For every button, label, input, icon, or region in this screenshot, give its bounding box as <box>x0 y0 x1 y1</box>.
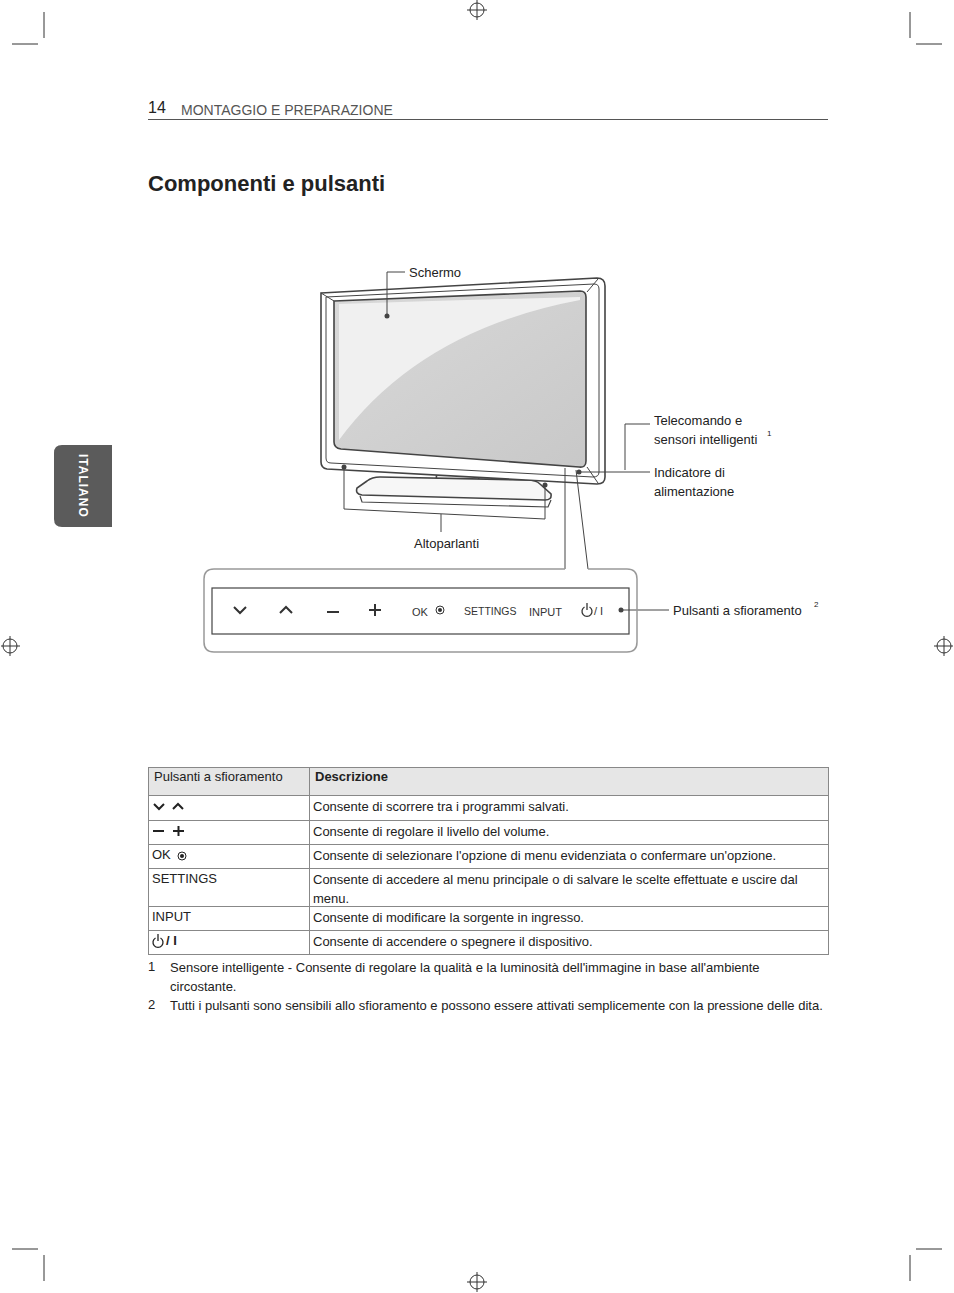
table-cell: Consente di regolare il livello del volu… <box>313 822 825 841</box>
table-icons <box>153 804 184 836</box>
button-label: / I <box>594 602 603 620</box>
footnote-number: 1 <box>148 958 155 976</box>
language-tab-text: ITALIANO <box>76 454 90 518</box>
table-cell: Consente di selezionare l'opzione di men… <box>313 846 825 865</box>
table-cell: Consente di accendere o spegnere il disp… <box>313 932 825 951</box>
page-title: Componenti e pulsanti <box>148 170 385 198</box>
button-label: OK <box>412 603 428 621</box>
table-cell: / I <box>166 932 177 950</box>
table-cell: Consente di scorrere tra i programmi sal… <box>313 797 825 816</box>
footnote-number: 2 <box>148 996 155 1014</box>
touch-button-panel: OK SETTINGS INPUT / I <box>212 588 629 634</box>
button-icons <box>234 604 381 616</box>
section-header: MONTAGGIO E PREPARAZIONE <box>181 101 393 119</box>
table-cell: Consente di accedere al menu principale … <box>313 870 825 908</box>
part-name: Telecomando e sensori intelligenti <box>654 411 772 449</box>
part-name: Indicatore di alimentazione <box>654 463 764 501</box>
leader-lines <box>344 272 669 610</box>
part-name: Altoparlanti <box>414 535 479 553</box>
table-cell: OK <box>152 846 171 864</box>
button-label: INPUT <box>529 603 562 621</box>
table-cell: Consente di modificare la sorgente in in… <box>313 908 825 927</box>
table-header: Descrizione <box>315 768 388 786</box>
table-grid <box>149 768 829 955</box>
part-name: Schermo <box>409 264 461 282</box>
language-tab: ITALIANO <box>54 445 112 527</box>
footnote-text: Tutti i pulsanti sono sensibili allo sfi… <box>170 996 828 1015</box>
button-label: SETTINGS <box>464 602 517 620</box>
table-cell: INPUT <box>152 908 191 926</box>
footnote-ref: 1 <box>767 429 771 439</box>
table-header: Pulsanti a sfioramento <box>154 768 283 786</box>
footnote-ref: 2 <box>814 600 818 610</box>
footnote-text: Sensore intelligente - Consente di regol… <box>170 958 828 996</box>
callout-dots <box>342 314 624 613</box>
page-number: 14 <box>148 99 166 117</box>
tv-illustration <box>321 278 605 507</box>
table-cell: SETTINGS <box>152 870 217 888</box>
language-tab <box>54 445 112 527</box>
part-name: Pulsanti a sfioramento <box>673 602 802 620</box>
